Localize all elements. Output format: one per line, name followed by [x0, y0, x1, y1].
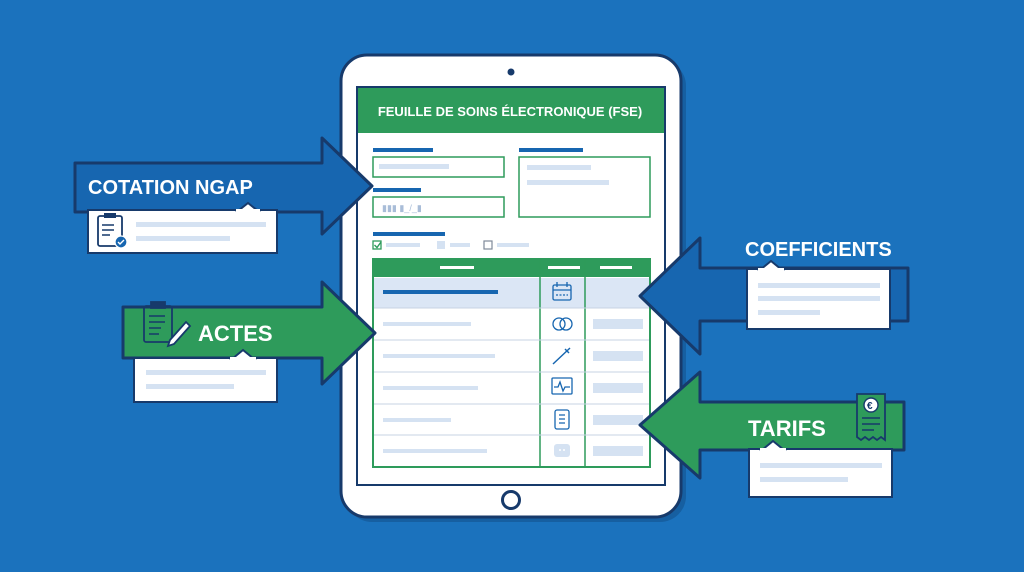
home-button[interactable]: [501, 490, 521, 510]
rings-icon: [552, 317, 573, 331]
clipboard-pen-icon: [143, 301, 192, 348]
actes-title: ACTES: [198, 321, 273, 346]
syringe-icon: [552, 347, 571, 365]
ecg-icon: [551, 377, 573, 395]
calendar-icon: [552, 282, 572, 301]
cotation-ngap-callout: COTATION NGAP: [73, 136, 374, 254]
date-field[interactable]: [372, 196, 505, 218]
actes-card: [133, 357, 278, 403]
cotation-title: COTATION NGAP: [88, 177, 253, 199]
coefficients-callout: COEFFICIENTS: [638, 236, 910, 356]
clipboard-check-icon: [97, 213, 128, 249]
svg-text:€: €: [867, 401, 873, 412]
checkbox-1[interactable]: [372, 240, 382, 250]
form-title: FEUILLE DE SOINS ÉLECTRONIQUE (FSE): [378, 104, 642, 119]
device-icon: [554, 409, 570, 430]
bandage-icon: [554, 444, 570, 457]
tarifs-callout: TARIFS €: [638, 370, 906, 498]
coefficients-title: COEFFICIENTS: [745, 239, 892, 261]
euro-receipt-icon: €: [856, 393, 886, 442]
acts-table: [372, 258, 651, 468]
form-header: [358, 88, 664, 133]
checkbox-3[interactable]: [483, 240, 493, 250]
tablet: FEUILLE DE SOINS ÉLECTRONIQUE (FSE) ▮▮▮ …: [339, 53, 686, 522]
tarifs-card: [748, 448, 893, 498]
tablet-camera: [507, 68, 515, 76]
checkbox-2[interactable]: [437, 241, 445, 249]
tarifs-title: TARIFS: [748, 416, 826, 441]
date-placeholder: ▮▮▮ ▮_/_▮: [382, 203, 422, 213]
actes-callout: ACTES: [121, 280, 377, 403]
table-header: [373, 259, 650, 277]
